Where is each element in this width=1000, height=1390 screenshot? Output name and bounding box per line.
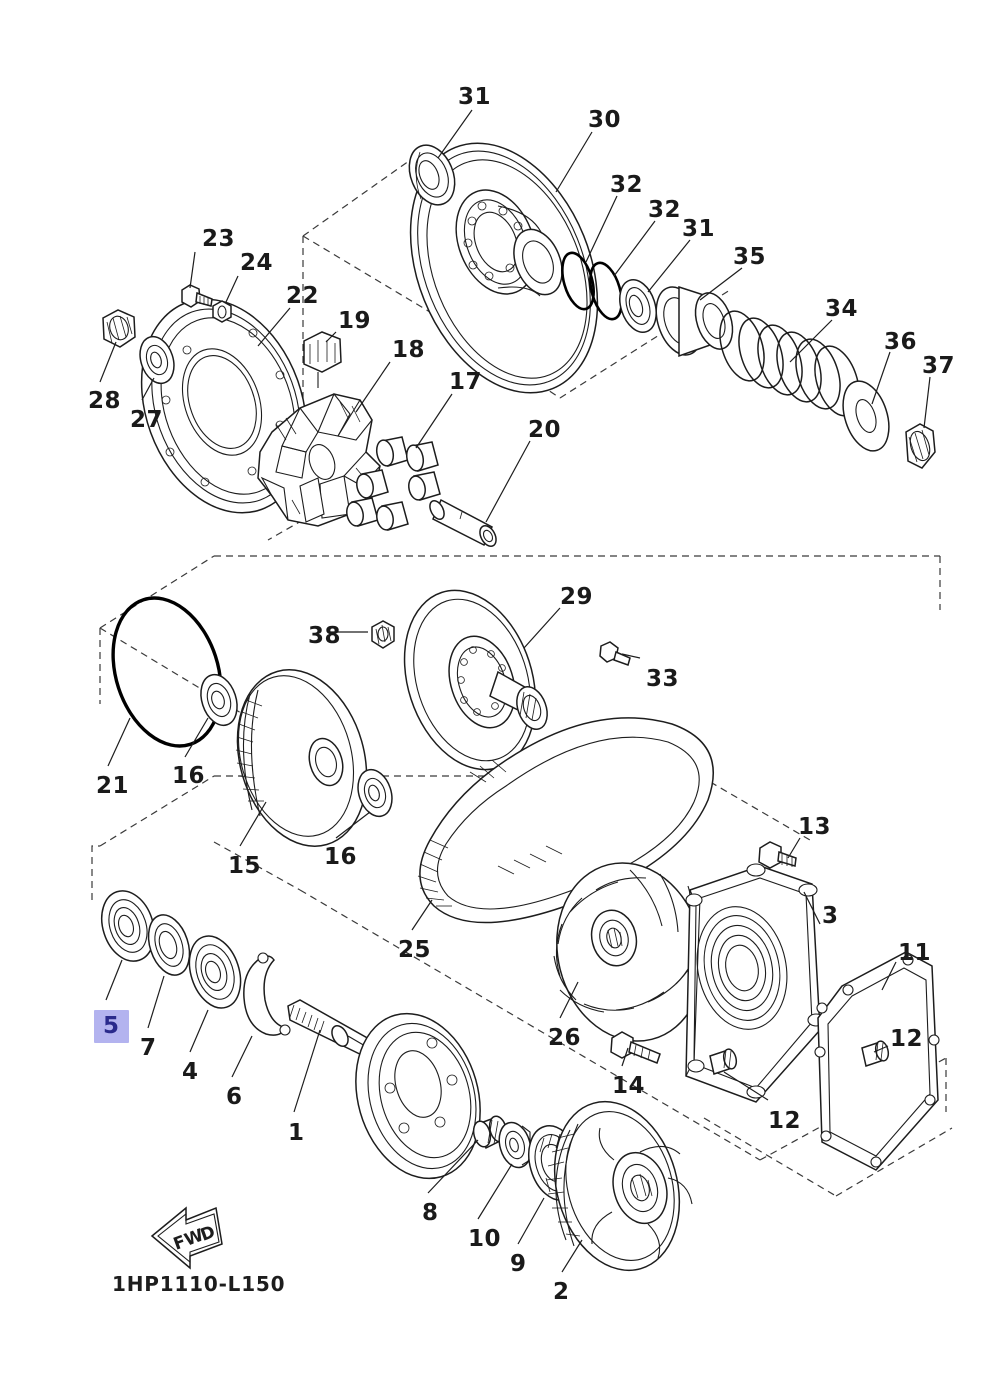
part-35-sliding-collar xyxy=(655,285,734,358)
part-10-washer xyxy=(498,1121,532,1169)
part-15-sliding-sheave xyxy=(235,669,368,847)
callout-33[interactable]: 33 xyxy=(646,666,680,692)
part-21-large-oring xyxy=(111,596,223,748)
part-23-bolt xyxy=(181,284,213,308)
fwd-direction-arrow: F W D xyxy=(150,1206,223,1270)
part-26-cooling-fan xyxy=(553,862,704,1042)
part-36-washer xyxy=(842,380,890,452)
part-12-dowel-a xyxy=(861,1040,890,1067)
part-18-cam-spider xyxy=(257,392,381,527)
diagram-code: 1HP1110-L150 xyxy=(112,1272,286,1296)
part-31-bearing-right xyxy=(619,279,657,333)
assembly-bracket-mid xyxy=(99,555,941,717)
callout-25[interactable]: 25 xyxy=(398,937,432,963)
callout-29[interactable]: 29 xyxy=(560,584,594,610)
callout-7[interactable]: 7 xyxy=(140,1035,157,1061)
part-29-secondary-fixed-sheave xyxy=(403,589,548,771)
part-12-dowel-b xyxy=(709,1048,738,1075)
part-13-bolt xyxy=(758,841,797,869)
part-20-slide-pin xyxy=(429,498,497,548)
callout-32[interactable]: 32 xyxy=(648,197,682,223)
part-24-nut xyxy=(212,300,232,323)
callout-8[interactable]: 8 xyxy=(422,1200,439,1226)
callout-15[interactable]: 15 xyxy=(228,853,262,879)
part-32-oring-b xyxy=(589,261,623,321)
part-6-circlip xyxy=(243,952,291,1036)
callout-18[interactable]: 18 xyxy=(392,337,426,363)
callout-27[interactable]: 27 xyxy=(130,407,164,433)
callout-26[interactable]: 26 xyxy=(548,1025,582,1051)
callout-37[interactable]: 37 xyxy=(922,353,956,379)
part-37-nut xyxy=(905,423,936,469)
callout-14[interactable]: 14 xyxy=(612,1073,646,1099)
callout-4[interactable]: 4 xyxy=(182,1059,199,1085)
part-1-drive-shaft xyxy=(287,999,379,1062)
callout-11[interactable]: 11 xyxy=(898,940,932,966)
callout-17[interactable]: 17 xyxy=(449,369,483,395)
callout-23[interactable]: 23 xyxy=(202,226,236,252)
part-4-ball-bearing xyxy=(188,935,242,1009)
part-38-nut xyxy=(371,620,395,649)
callout-16[interactable]: 16 xyxy=(172,763,206,789)
callout-2[interactable]: 2 xyxy=(553,1279,570,1305)
callout-31[interactable]: 31 xyxy=(682,216,716,242)
callout-16[interactable]: 16 xyxy=(324,844,358,870)
callout-12[interactable]: 12 xyxy=(768,1108,802,1134)
callout-32[interactable]: 32 xyxy=(610,172,644,198)
leader-lines xyxy=(99,109,931,1273)
callout-1[interactable]: 1 xyxy=(288,1120,305,1146)
callout-28[interactable]: 28 xyxy=(88,388,122,414)
part-14-bolt xyxy=(610,1031,661,1064)
callout-13[interactable]: 13 xyxy=(798,814,832,840)
part-28-nut xyxy=(102,309,136,348)
callout-5-highlighted[interactable]: 5 xyxy=(94,1010,129,1043)
part-7-spacer-ring xyxy=(147,914,191,976)
assembly-bracket-lower xyxy=(91,775,953,1197)
part-16-bearing-b xyxy=(357,768,393,818)
callout-36[interactable]: 36 xyxy=(884,329,918,355)
callout-19[interactable]: 19 xyxy=(338,308,372,334)
part-16-bearing-a xyxy=(200,673,238,727)
callout-35[interactable]: 35 xyxy=(733,244,767,270)
part-19-slider-guide xyxy=(303,331,342,388)
part-34-compression-spring xyxy=(719,310,860,417)
part-31-bearing-left xyxy=(408,144,456,206)
callout-6[interactable]: 6 xyxy=(226,1084,243,1110)
callout-30[interactable]: 30 xyxy=(588,107,622,133)
callout-22[interactable]: 22 xyxy=(286,283,320,309)
callout-10[interactable]: 10 xyxy=(468,1226,502,1252)
part-27-washer xyxy=(139,335,175,385)
part-3-cvt-cover xyxy=(685,863,825,1103)
part-5-oil-seal xyxy=(100,890,156,962)
part-2-clutch-carrier xyxy=(545,1100,693,1272)
callout-3[interactable]: 3 xyxy=(822,903,839,929)
callout-38[interactable]: 38 xyxy=(308,623,342,649)
part-17-weight-rollers xyxy=(346,436,441,531)
part-33-bolt xyxy=(599,641,631,666)
callout-20[interactable]: 20 xyxy=(528,417,562,443)
callout-24[interactable]: 24 xyxy=(240,250,274,276)
callout-9[interactable]: 9 xyxy=(510,1251,527,1277)
callout-12[interactable]: 12 xyxy=(890,1026,924,1052)
callout-21[interactable]: 21 xyxy=(96,773,130,799)
callout-34[interactable]: 34 xyxy=(825,296,859,322)
callout-31[interactable]: 31 xyxy=(458,84,492,110)
part-30-fixed-sheave xyxy=(409,142,599,394)
svg-text:D: D xyxy=(198,1222,218,1246)
part-primary-drum-plate xyxy=(355,1012,481,1180)
